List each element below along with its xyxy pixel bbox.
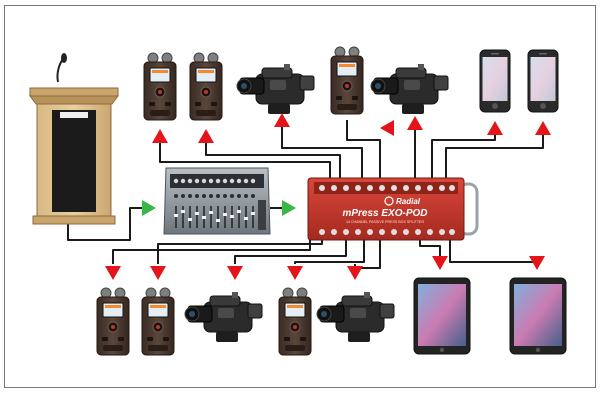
tablet-icon <box>509 277 567 355</box>
output-arrow-icon <box>227 266 243 280</box>
recorder-icon <box>278 287 312 356</box>
camera-icon <box>184 291 263 343</box>
camera-icon <box>236 63 315 115</box>
recorder-icon <box>141 287 175 356</box>
cable-phone-2 <box>445 135 544 180</box>
camera-icon <box>316 291 395 343</box>
output-arrow-icon <box>407 116 423 130</box>
cable-recorder-top-2 <box>205 143 341 180</box>
phone-icon <box>527 49 559 113</box>
output-arrow-icon <box>487 121 503 135</box>
output-arrow-icon <box>274 113 290 127</box>
cable-camera-top-1 <box>281 127 363 180</box>
output-arrow-icon <box>105 266 121 280</box>
cable-camera-bottom-1 <box>234 238 347 264</box>
input-arrow-icon <box>142 200 156 216</box>
recorder-icon <box>96 287 130 356</box>
cable-phone-1 <box>431 135 496 180</box>
cable-recorder-bottom-3 <box>294 238 365 264</box>
cable-podium-mixer <box>67 207 142 241</box>
cable-recorder-top-3 <box>346 120 381 180</box>
arrow-layer <box>105 113 551 280</box>
podium-icon <box>29 53 119 225</box>
cable-tablet-1 <box>419 238 441 256</box>
cable-layer <box>67 120 544 269</box>
camera-icon <box>370 63 449 115</box>
output-arrow-icon <box>380 120 394 136</box>
recorder-icon <box>330 46 364 115</box>
splitter-unit: Radial mPress EXO-POD 14 CHANNEL PASSIVE… <box>307 177 479 241</box>
input-arrow-icon <box>282 200 296 216</box>
splitter-model: mPress EXO-POD <box>342 208 427 219</box>
cable-recorder-top-1 <box>159 143 331 180</box>
cable-recorder-bottom-2 <box>157 238 323 264</box>
splitter-brand: Radial <box>396 197 421 206</box>
cable-recorder-bottom-1 <box>112 238 311 264</box>
output-arrow-icon <box>287 266 303 280</box>
output-arrow-icon <box>347 266 363 280</box>
output-arrow-icon <box>535 121 551 135</box>
phone-icon <box>479 49 511 113</box>
output-arrow-icon <box>198 129 214 143</box>
output-arrow-icon <box>150 266 166 280</box>
output-arrow-icon <box>432 256 448 270</box>
tablet-icon <box>413 277 471 355</box>
cable-camera-bottom-2 <box>354 238 381 269</box>
mixer-icon <box>163 167 271 235</box>
recorder-icon <box>189 52 223 121</box>
cable-tablet-2 <box>449 238 538 263</box>
splitter-subtitle: 14 CHANNEL PASSIVE PRESS BOX SPLITTER <box>346 220 424 224</box>
recorder-icon <box>143 52 177 121</box>
output-arrow-icon <box>529 256 545 270</box>
output-arrow-icon <box>152 129 168 143</box>
